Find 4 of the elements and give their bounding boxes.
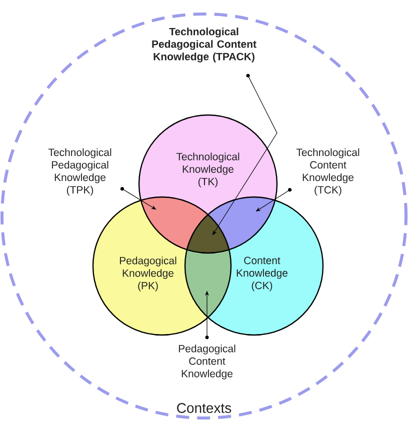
label-text: Technological Content Knowledge (TCK) <box>288 148 360 196</box>
label-text: Technological Pedagogical Knowledge (TPK) <box>48 148 124 196</box>
label-text: Technological Pedagogical Content Knowledge (TPACK) <box>152 28 256 78</box>
label-text: Pedagogical Content Knowledge <box>178 336 236 380</box>
